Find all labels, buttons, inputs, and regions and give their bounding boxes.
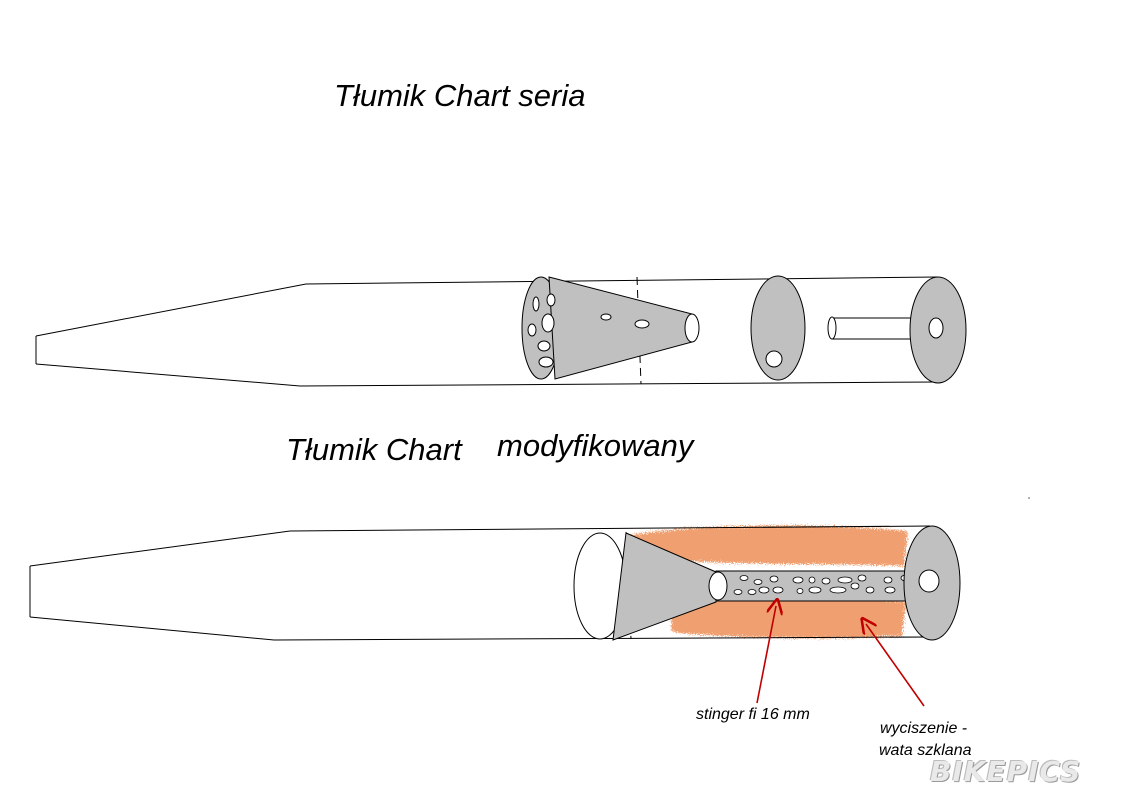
stinger-tube <box>715 570 927 602</box>
stinger-arrow <box>756 606 776 704</box>
stock-body-top-edge <box>305 276 939 285</box>
modified-title-prefix: Tłumik Chart <box>286 432 462 467</box>
modified-title-suffix: modyfikowany <box>497 428 694 463</box>
stock-baffle-hole <box>532 296 540 312</box>
stock-baffle-hole <box>541 313 555 333</box>
stinger-label: stinger fi 16 mm <box>696 706 810 723</box>
stock-muffler <box>35 275 967 387</box>
stock-baffle-hole <box>546 293 556 307</box>
stock-tailpipe-inlet <box>827 316 837 340</box>
stock-middle-baffle <box>750 275 806 381</box>
insulation-label-line2: wata szklana <box>879 742 972 759</box>
bikepics-watermark-logo: BIKEPICS <box>930 755 1082 788</box>
stock-inner-cone <box>548 276 693 380</box>
mod-outlet <box>918 569 940 593</box>
stock-baffle-hole <box>538 356 554 368</box>
stock-outlet <box>928 317 944 339</box>
stray-dot <box>1028 497 1030 499</box>
stinger-inlet <box>708 571 728 601</box>
stock-baffle-hole <box>537 340 551 352</box>
stock-body-bottom-edge <box>299 381 939 387</box>
stock-cone-top-edge <box>35 283 307 337</box>
insulation-arrow <box>866 624 925 707</box>
mod-cone-bottom-edge <box>29 616 275 641</box>
stock-cone-bottom-edge <box>35 363 301 387</box>
modified-muffler <box>29 525 961 641</box>
stock-title: Tłumik Chart seria <box>334 78 586 113</box>
stock-baffle-hole <box>527 323 537 337</box>
mod-inner-cone <box>612 532 717 641</box>
insulation-label-line1: wyciszenie - <box>880 720 968 737</box>
stinger-perforations <box>733 574 912 595</box>
stock-middle-baffle-hole <box>765 350 783 368</box>
mod-body-top-edge <box>289 525 931 532</box>
stock-cone-outlet <box>684 313 700 343</box>
mod-cone-top-edge <box>29 530 291 567</box>
stock-cone-hole <box>634 319 650 329</box>
stock-cone-hole <box>600 313 612 321</box>
